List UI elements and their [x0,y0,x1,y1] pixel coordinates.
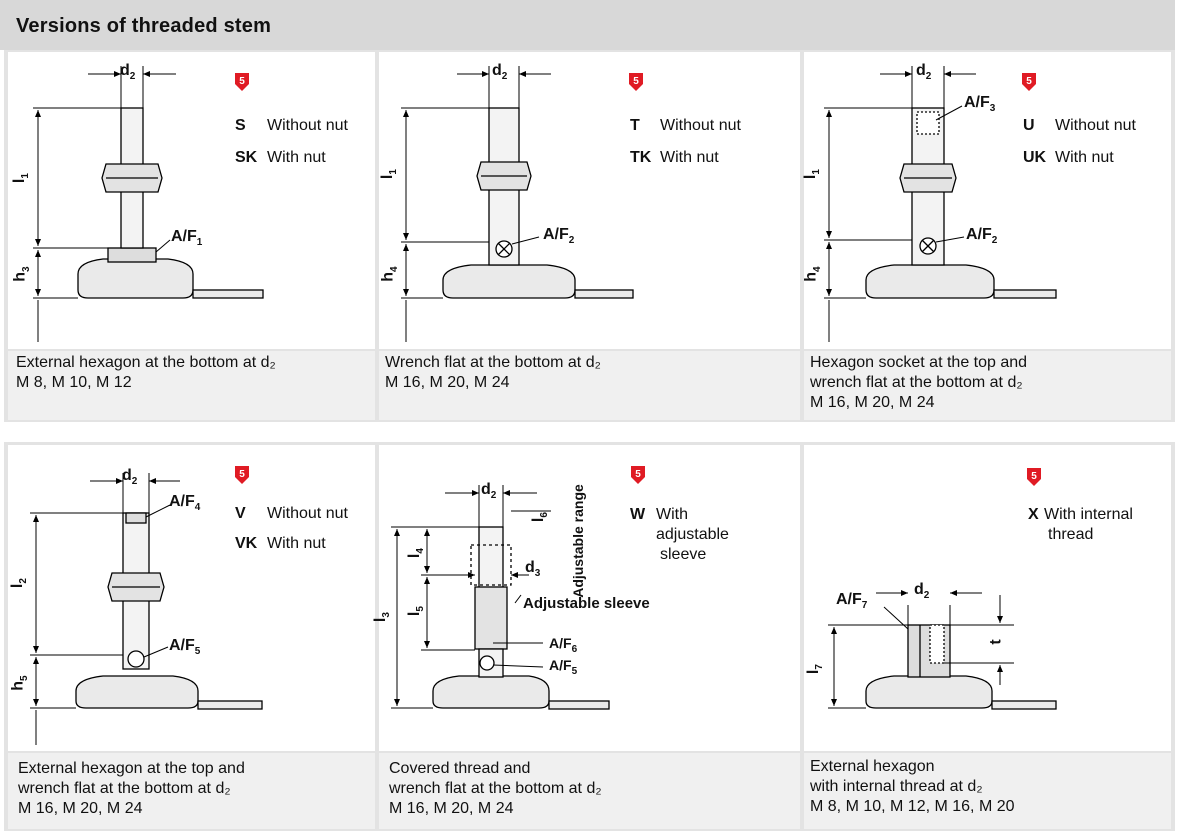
svg-text:5: 5 [1026,76,1032,87]
dim-af4: A/F4 [169,493,201,514]
badge-icon: 5 [1027,468,1041,486]
dim-l1: l1 [10,173,32,184]
badge-icon: 5 [235,73,249,91]
stem-drawing-t [401,66,634,342]
dim-af6: A/F6 [549,635,578,655]
dim-h3: h3 [11,266,32,282]
dim-l3: l3 [371,612,393,623]
dim-af2: A/F2 [543,226,575,247]
dim-h4: h4 [379,266,400,282]
dim-af2: A/F2 [966,226,998,247]
panel-w: d2 d3 l6 l3 l4 l5 Adjustable range Adjus… [372,445,800,751]
dim-af5: A/F5 [169,637,201,658]
dim-af1: A/F1 [171,228,203,249]
stem-drawing-s [33,66,264,342]
variant-extra: thread [1048,526,1094,543]
dim-l1: l1 [378,169,400,180]
dim-af3: A/F3 [964,94,996,115]
badge-icon: 5 [235,466,249,484]
variant-extra: sleeve [660,546,707,563]
variant-extra: adjustable [656,526,729,543]
badge-icon: 5 [629,73,643,91]
dim-d2: d2 [916,62,932,83]
dim-l2: l2 [8,578,30,589]
svg-text:5: 5 [635,469,641,480]
dim-d2: d2 [120,62,136,83]
dim-d2: d2 [914,581,930,602]
svg-text:5: 5 [239,76,245,87]
dim-l7: l7 [804,664,826,675]
dim-t: t [987,639,1005,645]
stem-drawing-v [30,473,263,745]
adjustable-sleeve-label: Adjustable sleeve [523,595,650,612]
svg-text:5: 5 [1031,471,1037,482]
dim-l1: l1 [801,169,823,180]
badge-icon: 5 [1022,73,1036,91]
svg-text:5: 5 [633,76,639,87]
adjustable-range-label: Adjustable range [569,484,586,598]
badge-icon: 5 [631,466,645,484]
dim-d2: d2 [122,467,138,488]
dim-h4: h4 [802,266,823,282]
section-title: Versions of threaded stem [16,15,272,37]
dim-af7: A/F7 [836,591,868,612]
dim-d2: d2 [481,481,497,502]
stem-drawing-w [391,485,610,710]
dim-l4: l4 [405,548,427,559]
dim-af5: A/F5 [549,657,578,677]
stem-drawing-u [824,66,1057,342]
dim-h5: h5 [9,675,30,691]
dim-d3: d3 [525,559,541,580]
stem-drawing-x [828,590,1057,710]
svg-text:5: 5 [239,469,245,480]
dim-l6: l6 [529,512,551,523]
section-header: Versions of threaded stem [0,0,1175,50]
dim-l5: l5 [405,606,427,617]
dim-d2: d2 [492,62,508,83]
